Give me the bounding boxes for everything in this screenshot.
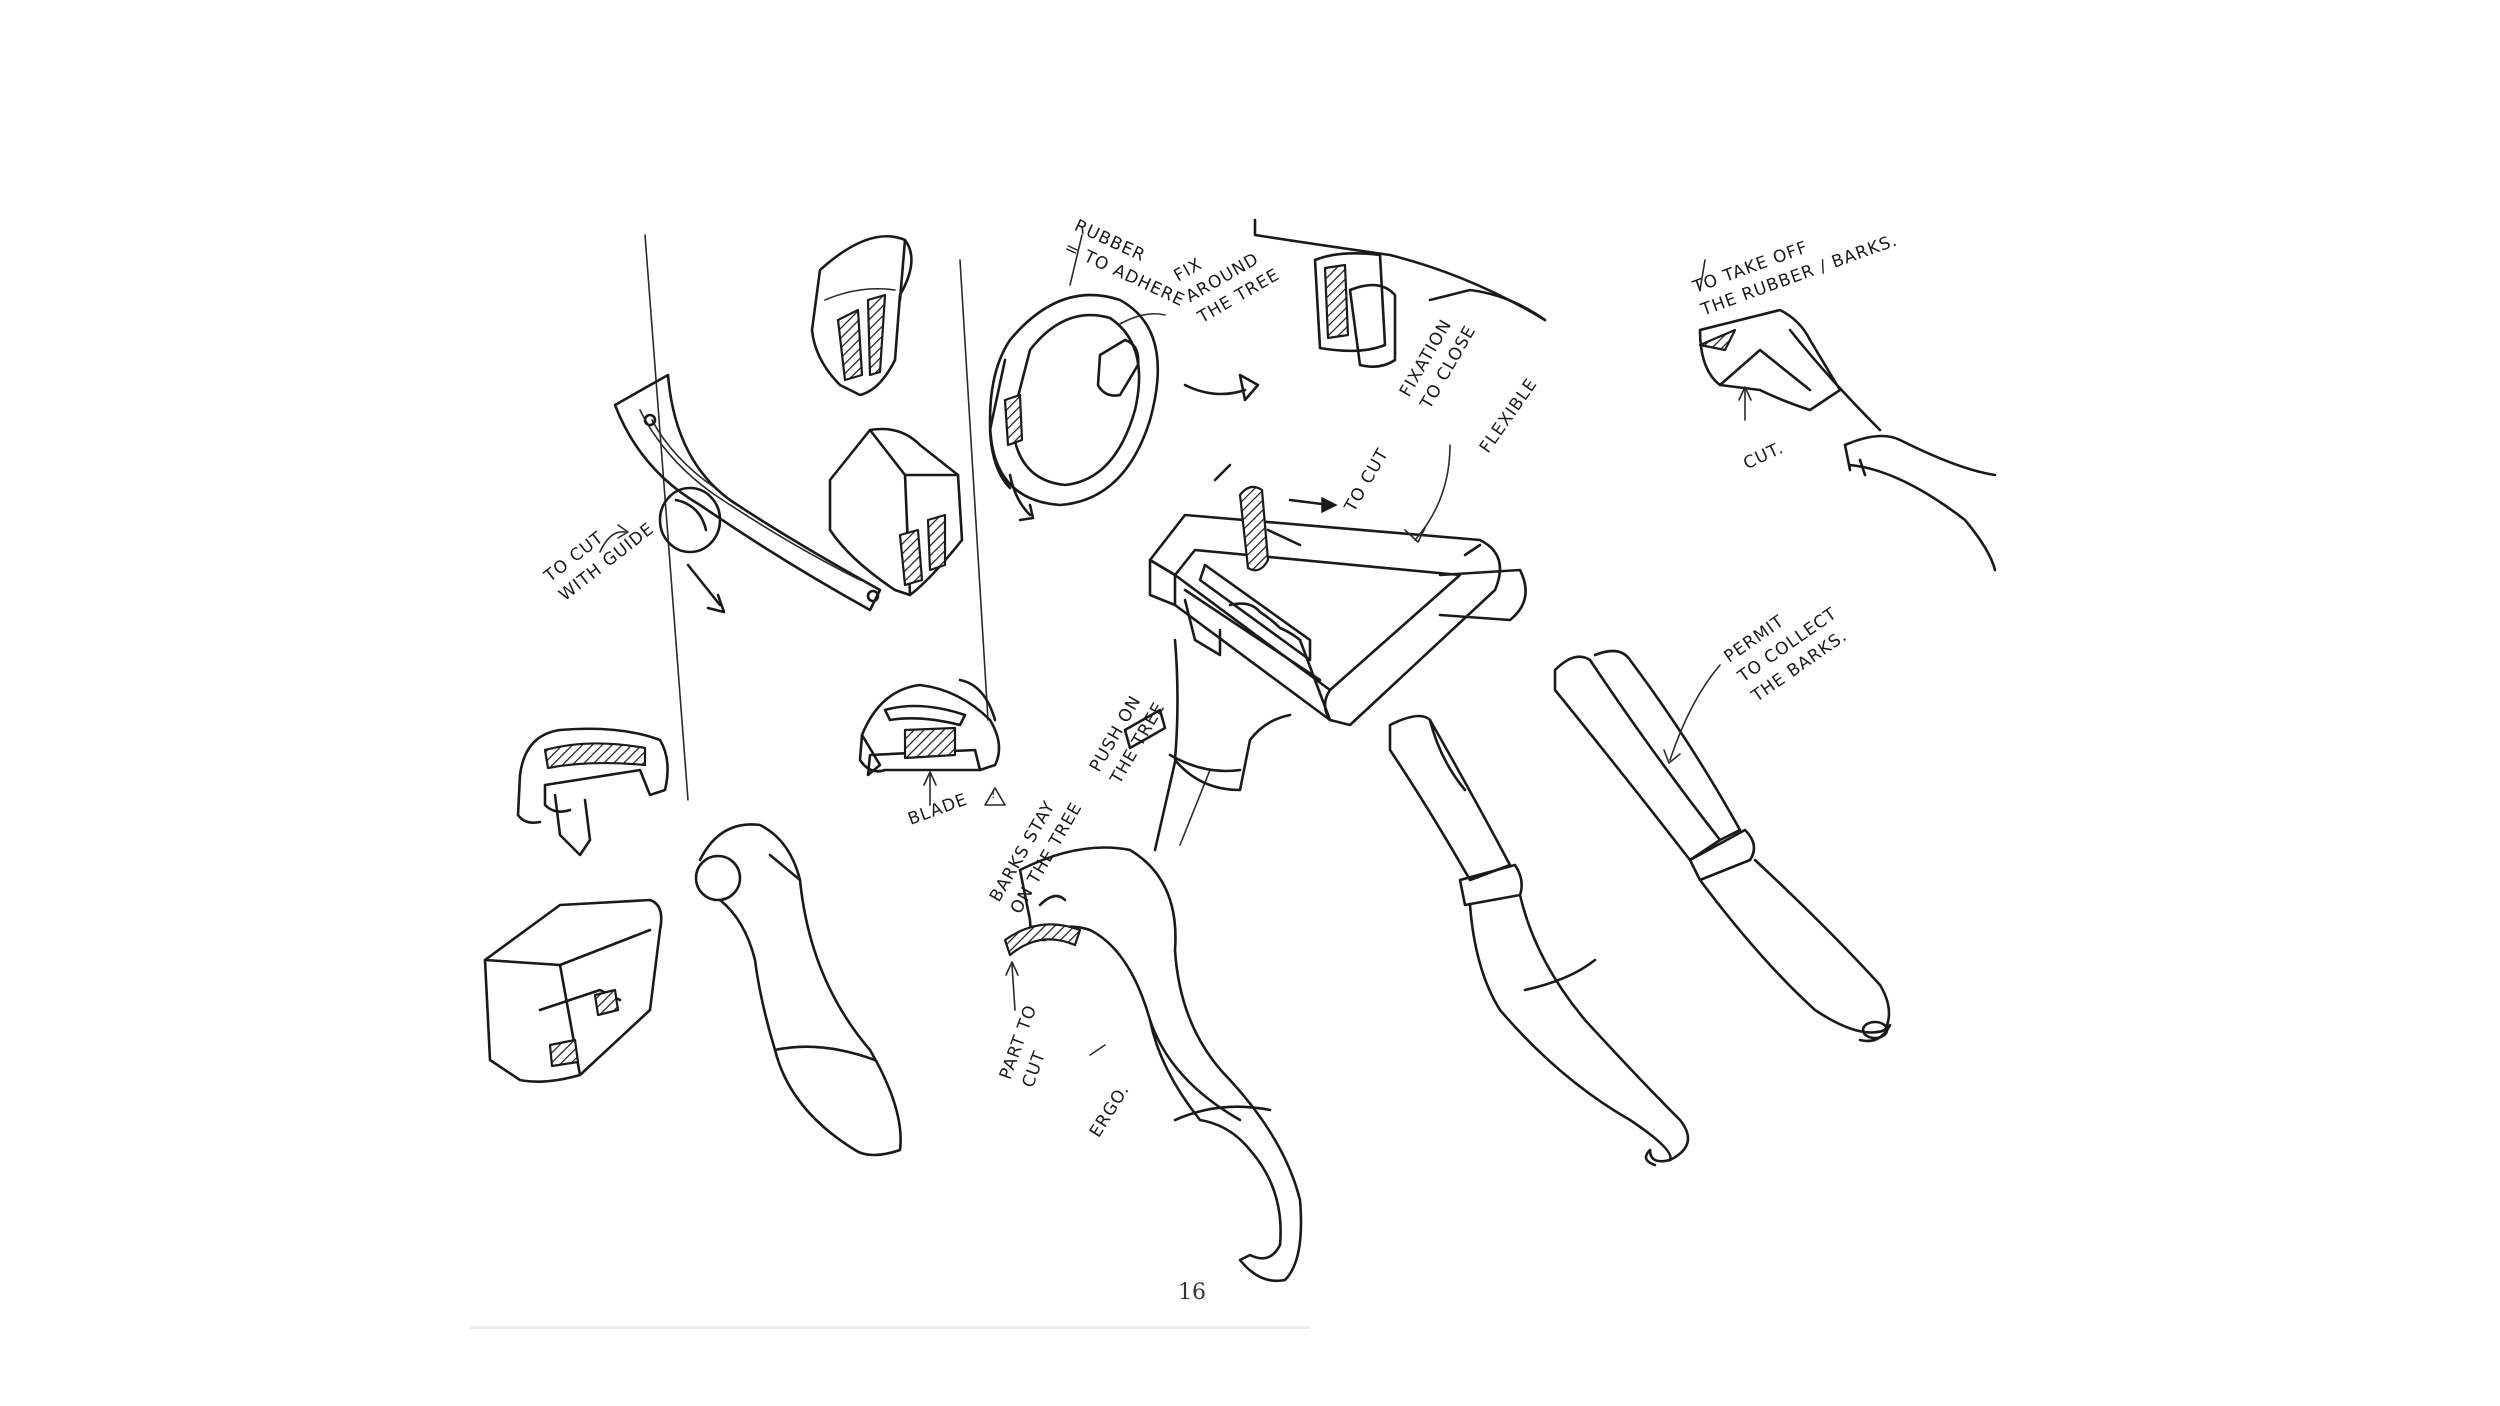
trunk-line-left — [644, 234, 689, 801]
permit-leader — [1669, 664, 1721, 761]
to-cut-arrow-head — [1321, 496, 1338, 514]
fixation-arrow-head — [1238, 373, 1260, 402]
ergo-leader — [1089, 1044, 1106, 1056]
guide-arrow-head — [706, 593, 726, 614]
paper-edge-left — [470, 1326, 850, 1329]
warning-mark: ! — [991, 788, 996, 801]
page-number: 16 — [1178, 1280, 1206, 1305]
trunk-line-center — [1179, 769, 1211, 846]
blade-leader-head — [923, 771, 937, 786]
peeler-tool-sketch-1 — [1388, 714, 1690, 1167]
blade-holder-sketch-2 — [828, 427, 964, 597]
blade-holder-sketch-1 — [810, 234, 913, 397]
frame-arrow-left — [1213, 463, 1232, 482]
small-profile-sketch — [516, 727, 669, 857]
block-clip-sketch — [483, 898, 663, 1083]
fixation-clip-sketch — [1253, 218, 1547, 368]
rubber-ring-sketch — [988, 293, 1160, 507]
flexible-leader — [1414, 444, 1451, 541]
part-leader-head — [1005, 961, 1019, 976]
ring-arrow-head — [1018, 503, 1035, 522]
frame-blade-sketch — [1238, 485, 1302, 572]
trunk-line-right — [959, 259, 989, 721]
frame-handle-sketch — [1153, 638, 1292, 852]
guide-leader — [599, 531, 626, 553]
rubber-leader — [1069, 234, 1083, 286]
push-arrow — [1123, 708, 1167, 750]
ring-arrow-line — [1008, 473, 1032, 517]
frame-arrow-right — [1463, 543, 1482, 557]
take-off-leader — [1699, 259, 1706, 291]
fixation-arrow-line — [1183, 383, 1247, 396]
ergo-tool-sketch — [1003, 846, 1303, 1283]
curved-guide-sketch — [613, 373, 882, 612]
part-leader — [1011, 964, 1016, 1011]
frame-tool-sketch — [1148, 513, 1527, 727]
fix-leader — [1117, 312, 1166, 326]
warning-triangle — [984, 787, 1006, 806]
paper-edge-right — [850, 1326, 1310, 1329]
handle-tool-sketch-1 — [694, 823, 902, 1157]
guide-leader-head — [617, 524, 629, 539]
cut-right-leader-head — [1738, 386, 1752, 401]
guide-arrow-line — [686, 563, 722, 607]
flexible-leader-head — [1404, 527, 1426, 543]
peeler-tool-sketch-2 — [1553, 649, 1892, 1043]
blade-profile-sketch — [858, 678, 1001, 777]
permit-leader-head — [1663, 749, 1681, 764]
bark-knife-sketch — [1698, 308, 1997, 572]
